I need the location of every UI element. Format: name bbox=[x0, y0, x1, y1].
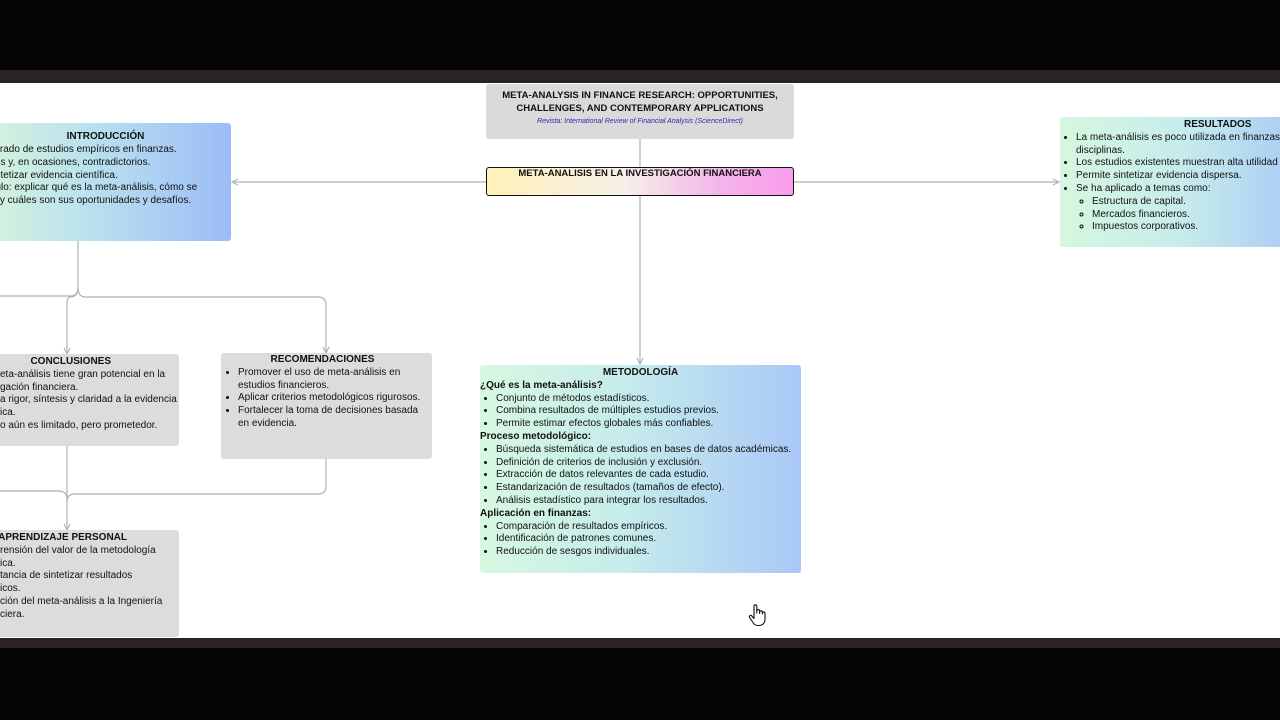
central-topic-title: META-ANALISIS EN LA INVESTIGACIÓN FINANC… bbox=[518, 168, 762, 179]
resultados-title: RESULTADOS bbox=[1184, 119, 1252, 130]
resultados-sublist: Estructura de capital. Mercados financie… bbox=[1076, 196, 1280, 234]
aprendizaje-node[interactable]: APRENDIZAJE PERSONAL rensión del valor d… bbox=[0, 530, 179, 637]
arrowhead-intro bbox=[230, 178, 239, 186]
recomendaciones-list: Promover el uso de meta-análisis en estu… bbox=[221, 367, 424, 431]
connector-lines bbox=[0, 139, 1061, 532]
metodologia-item: Permite estimar efectos globales más con… bbox=[496, 418, 801, 431]
aprendizaje-line: ciera. bbox=[0, 608, 25, 620]
aprendizaje-line: icos. bbox=[0, 583, 21, 595]
introduccion-node[interactable]: INTRODUCCIÓN acelerado de estudios empír… bbox=[0, 123, 231, 241]
metodologia-list: Conjunto de métodos estadísticos. Combin… bbox=[480, 393, 801, 431]
video-top-letterbox bbox=[0, 0, 1280, 70]
aprendizaje-title: APRENDIZAJE PERSONAL bbox=[0, 532, 127, 543]
central-topic-node[interactable]: META-ANALISIS EN LA INVESTIGACIÓN FINANC… bbox=[486, 167, 794, 196]
resultados-node[interactable]: RESULTADOS La meta-análisis es poco util… bbox=[1060, 117, 1280, 247]
recomendaciones-item: Aplicar criterios metodológicos riguroso… bbox=[238, 392, 424, 405]
recomendaciones-title: RECOMENDACIONES bbox=[270, 354, 375, 365]
introduccion-line: artículo: explicar qué es la meta-anális… bbox=[0, 182, 198, 194]
metodologia-item: Identificación de patrones comunes. bbox=[496, 533, 801, 546]
aprendizaje-line: ción del meta-análisis a la Ingeniería bbox=[0, 595, 163, 607]
connector-intro-branch bbox=[0, 241, 79, 297]
metodologia-list: Búsqueda sistemática de estudios en base… bbox=[480, 444, 801, 508]
resultados-item: Permite sintetizar evidencia dispersa. bbox=[1076, 170, 1280, 183]
conclusiones-text: eta-análisis tiene gran potencial en la … bbox=[0, 369, 179, 433]
metodologia-item: Comparación de resultados empíricos. bbox=[496, 521, 801, 534]
metodologia-subheading: ¿Qué es la meta-análisis? bbox=[480, 379, 603, 391]
resultados-subitem: Mercados financieros. bbox=[1092, 209, 1280, 222]
conclusiones-line: o aún es limitado, pero prometedor. bbox=[0, 419, 158, 431]
resultados-subitem: Impuestos corporativos. bbox=[1092, 221, 1280, 234]
metodologia-item: Búsqueda sistemática de estudios en base… bbox=[496, 444, 801, 457]
metodologia-item: Reducción de sesgos individuales. bbox=[496, 546, 801, 559]
metodologia-item: Definición de criterios de inclusión y e… bbox=[496, 457, 801, 470]
connector-recomendaciones-merge bbox=[66, 459, 327, 503]
conclusiones-line: ica. bbox=[0, 407, 16, 419]
arrowhead-resultados bbox=[1052, 178, 1061, 186]
metodologia-node[interactable]: METODOLOGÍA ¿Qué es la meta-análisis? Co… bbox=[480, 365, 801, 573]
introduccion-line: nzas y cuáles son sus oportunidades y de… bbox=[0, 195, 192, 207]
video-bottom-letterbox bbox=[0, 648, 1280, 720]
metodologia-subheading: Proceso metodológico: bbox=[480, 430, 592, 442]
metodologia-subheading: Aplicación en finanzas: bbox=[480, 507, 592, 519]
conclusiones-line: a rigor, síntesis y claridad a la eviden… bbox=[0, 394, 177, 406]
conclusiones-title: CONCLUSIONES bbox=[30, 356, 111, 367]
conclusiones-node[interactable]: CONCLUSIONES eta-análisis tiene gran pot… bbox=[0, 354, 179, 446]
metodologia-item: Conjunto de métodos estadísticos. bbox=[496, 393, 801, 406]
introduccion-title: INTRODUCCIÓN bbox=[66, 131, 145, 142]
resultados-subitem: Estructura de capital. bbox=[1092, 196, 1280, 209]
introduccion-text: acelerado de estudios empíricos en finan… bbox=[0, 144, 231, 208]
aprendizaje-text: rensión del valor de la metodología ica.… bbox=[0, 545, 179, 622]
introduccion-line: versos y, en ocasiones, contradictorios. bbox=[0, 156, 151, 168]
metodologia-list: Comparación de resultados empíricos. Ide… bbox=[480, 521, 801, 559]
metodologia-item: Análisis estadístico para integrar los r… bbox=[496, 495, 801, 508]
metodologia-item: Extracción de datos relevantes de cada e… bbox=[496, 469, 801, 482]
aprendizaje-line: ica. bbox=[0, 557, 16, 569]
metodologia-item: Estandarización de resultados (tamaños d… bbox=[496, 482, 801, 495]
source-article-node[interactable]: META-ANALYSIS IN FINANCE RESEARCH: OPPOR… bbox=[486, 84, 794, 139]
conclusiones-line: eta-análisis tiene gran potencial en la bbox=[0, 368, 166, 380]
recomendaciones-item: Promover el uso de meta-análisis en estu… bbox=[238, 367, 424, 393]
metodologia-item: Combina resultados de múltiples estudios… bbox=[496, 405, 801, 418]
resultados-item: Se ha aplicado a temas como: bbox=[1076, 183, 1280, 196]
recomendaciones-item: Fortalecer la toma de decisiones basada … bbox=[238, 405, 424, 431]
resultados-item: Los estudios existentes muestran alta ut… bbox=[1076, 157, 1280, 170]
viewer-bottom-strip bbox=[0, 638, 1280, 648]
resultados-item: La meta-análisis es poco utilizada en fi… bbox=[1076, 132, 1280, 158]
journal-label: Revista: International Review of Financi… bbox=[537, 118, 743, 125]
introduccion-line: ra sintetizar evidencia científica. bbox=[0, 169, 118, 181]
connector-left-merge bbox=[0, 490, 68, 500]
arrowhead-metodologia bbox=[636, 357, 644, 366]
connector-intro-conclusiones bbox=[66, 287, 79, 353]
metodologia-title: METODOLOGÍA bbox=[602, 367, 679, 378]
resultados-list: La meta-análisis es poco utilizada en fi… bbox=[1060, 132, 1280, 234]
aprendizaje-line: tancia de sintetizar resultados bbox=[0, 570, 133, 582]
introduccion-line: acelerado de estudios empíricos en finan… bbox=[0, 144, 177, 155]
conclusiones-line: gación financiera. bbox=[0, 381, 79, 393]
aprendizaje-line: rensión del valor de la metodología bbox=[0, 544, 156, 556]
mind-map-canvas[interactable]: META-ANALYSIS IN FINANCE RESEARCH: OPPOR… bbox=[0, 83, 1280, 638]
viewer-top-strip bbox=[0, 70, 1280, 83]
connector-intro-recomendaciones bbox=[77, 287, 327, 352]
hand-cursor-icon bbox=[748, 604, 766, 627]
article-title: META-ANALYSIS IN FINANCE RESEARCH: OPPOR… bbox=[502, 90, 778, 114]
recomendaciones-node[interactable]: RECOMENDACIONES Promover el uso de meta-… bbox=[221, 353, 432, 459]
